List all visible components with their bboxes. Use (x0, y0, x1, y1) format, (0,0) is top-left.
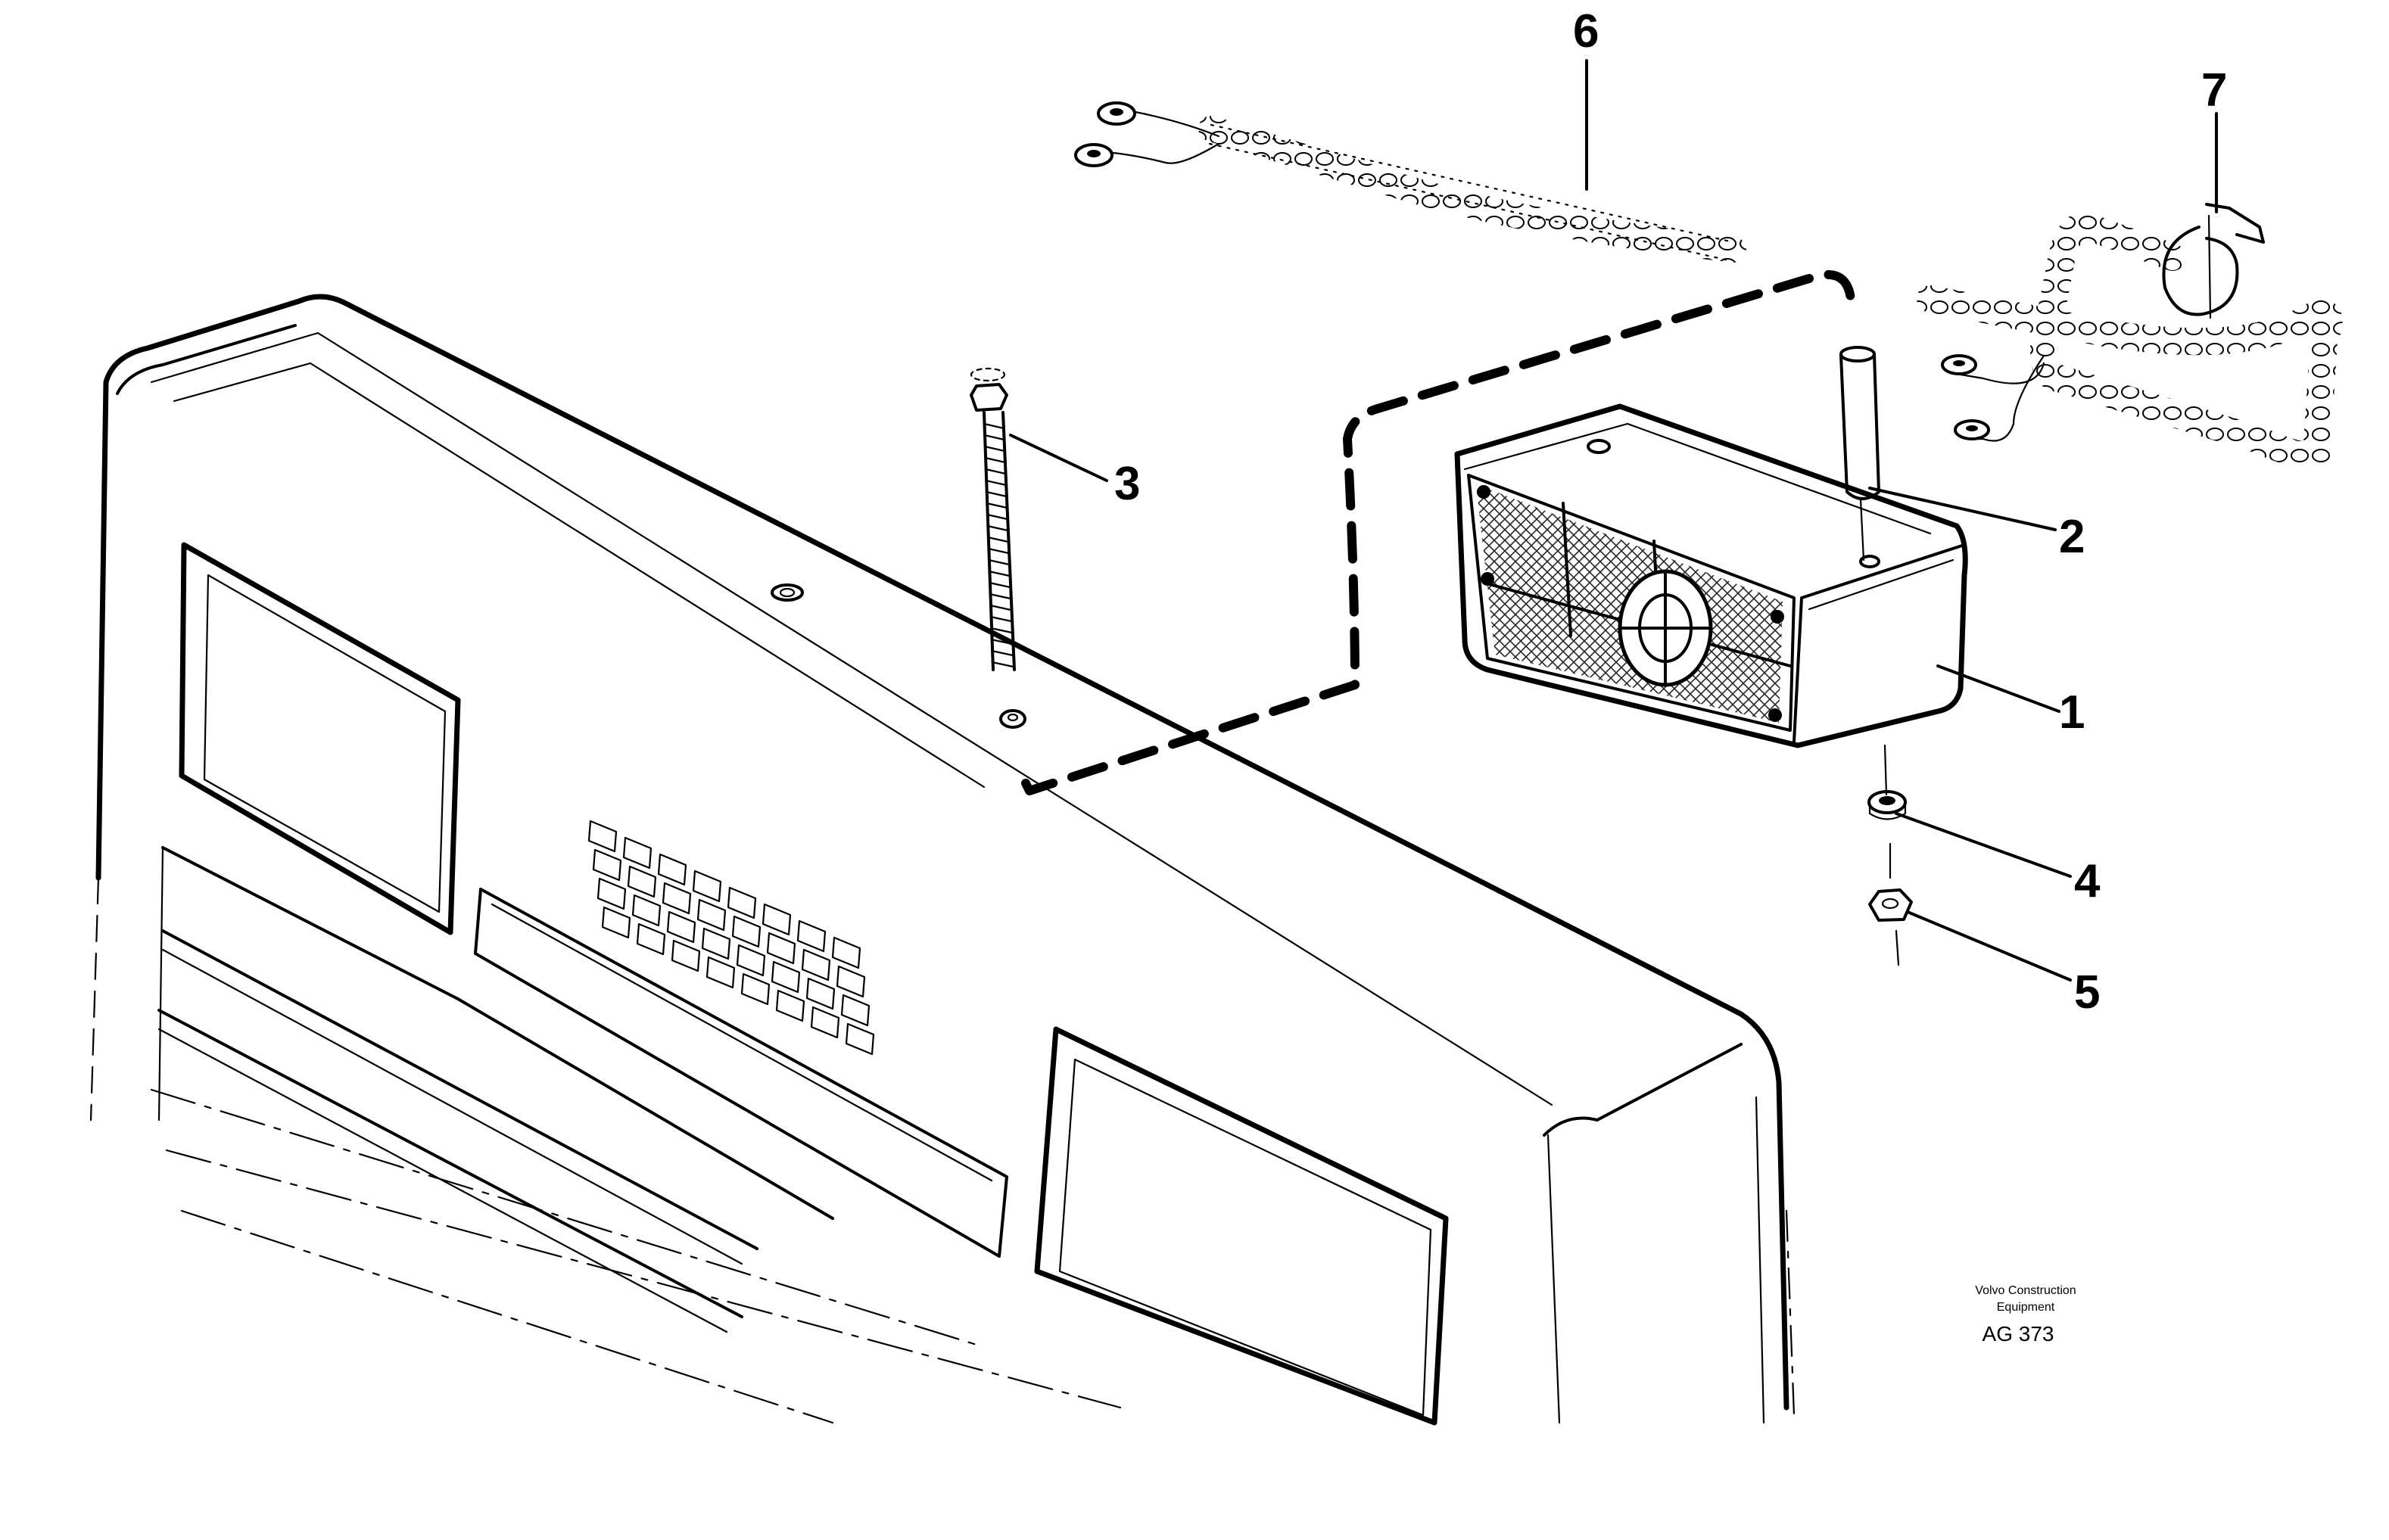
thread-tick (991, 661, 1014, 668)
thread-tick (989, 604, 1012, 611)
grille-cell (810, 1006, 840, 1039)
grille-cell (845, 1022, 875, 1056)
thread-tick (988, 570, 1011, 577)
thread-tick (986, 513, 1008, 521)
grille-cell (801, 948, 831, 982)
thread-tick (989, 593, 1012, 600)
grille-cell (831, 936, 861, 969)
grille-cell (840, 994, 871, 1027)
callout-2: 2 (2059, 511, 2085, 563)
grille-cell (587, 820, 618, 853)
thread-tick (986, 524, 1009, 532)
grille-cell (627, 865, 657, 898)
grille-cell (601, 906, 631, 939)
callout-7: 7 (2201, 64, 2227, 117)
grille-cell (731, 915, 762, 948)
grille-cell (740, 972, 771, 1006)
thread-tick (984, 468, 1007, 475)
grille-cell (666, 910, 696, 944)
callout-5: 5 (2074, 966, 2100, 1019)
credit-line-2: Equipment (1997, 1301, 2055, 1314)
thread-tick (984, 456, 1006, 464)
grille-cell (762, 903, 792, 936)
thread-tick (983, 445, 1006, 453)
callout-1: 1 (2059, 686, 2085, 739)
spacer-tube (1839, 346, 1880, 562)
grille-cell (766, 932, 796, 965)
thread-tick (985, 490, 1008, 498)
leader-lines (1009, 59, 2218, 982)
grille-cell (796, 919, 827, 953)
thread-tick (986, 536, 1010, 543)
thread-tick (985, 479, 1008, 487)
thread-tick (990, 649, 1014, 657)
grille-cell (692, 870, 722, 903)
cab-roof-panel (89, 294, 1796, 1424)
marker-light (1454, 403, 1968, 796)
grille-cell (592, 848, 622, 882)
grille-cell (771, 960, 801, 994)
thread-tick (987, 558, 1011, 566)
callout-6: 6 (1573, 5, 1599, 58)
thread-tick (989, 627, 1013, 634)
grille-cell (596, 877, 627, 910)
thread-tick (983, 434, 1005, 441)
grille-cell (775, 989, 805, 1022)
drawing-code: AG 373 (1983, 1322, 2054, 1346)
nut (1868, 842, 1913, 966)
grille-cell (805, 977, 836, 1010)
thread-tick (983, 422, 1005, 430)
cab-slot (474, 888, 1008, 1258)
thread-tick (989, 615, 1013, 623)
grille-cell (636, 922, 666, 956)
cable-harness-long (1917, 203, 2343, 470)
grille-cell (836, 965, 866, 998)
grille-cell (671, 939, 701, 972)
thread-tick (986, 502, 1008, 509)
cab-window-left (179, 542, 461, 935)
grille-cell (631, 894, 662, 927)
credit-line-1: Volvo Construction (1975, 1284, 2076, 1297)
grille-cell (662, 882, 692, 915)
thread-tick (990, 638, 1014, 646)
callout-4: 4 (2074, 855, 2101, 907)
grille-cell (696, 898, 727, 932)
grille-cell (727, 886, 757, 919)
assembly-path (1021, 270, 1855, 795)
cab-front-shelves (157, 846, 834, 1333)
cab-window-right (1034, 1026, 1449, 1426)
speaker-grille (587, 820, 875, 1056)
washer (1867, 790, 1907, 820)
bolt (970, 367, 1026, 729)
grille-cell (736, 944, 766, 977)
grille-cell (657, 853, 687, 886)
grille-cell (622, 836, 653, 870)
grille-cell (705, 956, 736, 989)
cable-harness-short (1074, 101, 1746, 263)
thread-tick (988, 581, 1011, 589)
thread-tick (987, 547, 1010, 555)
grille-cell (701, 927, 731, 960)
callout-3: 3 (1114, 458, 1140, 510)
